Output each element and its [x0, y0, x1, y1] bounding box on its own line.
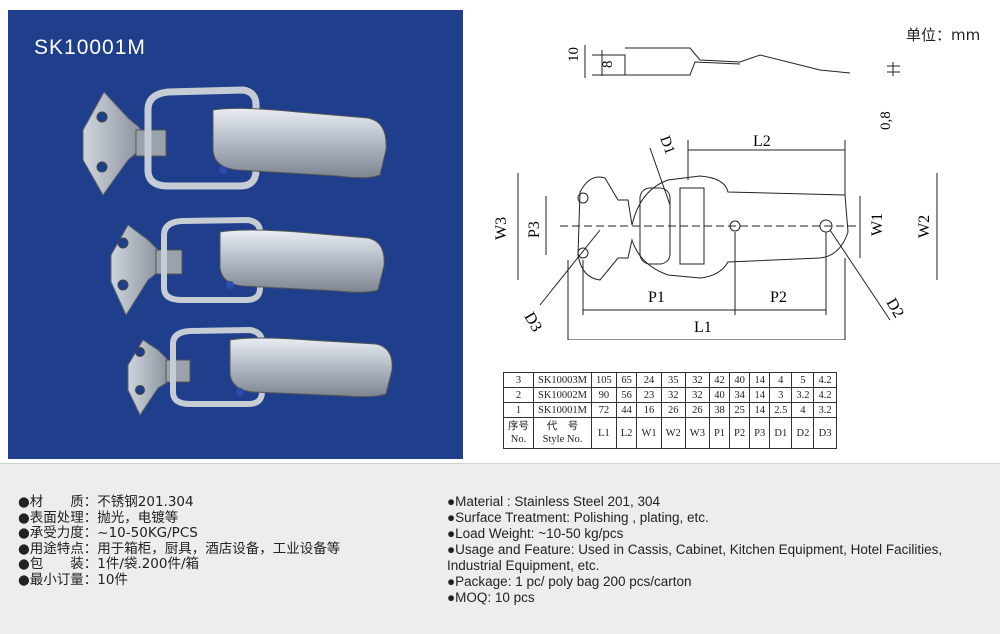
cell: 90: [591, 387, 617, 403]
cell: 40: [729, 372, 751, 388]
dim-d3: D3: [521, 310, 546, 335]
cell: 42: [708, 372, 731, 388]
dim-p1: P1: [648, 289, 665, 306]
header-d2: D2: [791, 417, 815, 449]
latch-small: [127, 326, 393, 417]
header-l1: L1: [591, 417, 617, 449]
cell: 26: [684, 402, 710, 418]
cell: 32: [684, 372, 710, 388]
cell: 35: [660, 372, 686, 388]
latch-medium: [110, 216, 385, 317]
cell: 38: [708, 402, 731, 418]
table-row: 1 SK10001M 72 44 16 26 26 38 25 14 2.5 4…: [503, 402, 837, 418]
feature-en-moq: ●MOQ: 10 pcs: [447, 590, 535, 605]
header-d3: D3: [813, 417, 837, 449]
header-p3: P3: [749, 417, 771, 449]
cell: 3.2: [813, 402, 837, 418]
cell: 65: [615, 372, 638, 388]
features-chinese: ●材 质：不锈钢201.304 ●表面处理：抛光，电镀等 ●承受力度：~10-5…: [18, 494, 341, 588]
cell: 3.2: [791, 387, 815, 403]
cell: 3: [503, 372, 534, 388]
header-w2: W2: [660, 417, 686, 449]
dim-p2: P2: [770, 289, 787, 306]
feature-cn-package: ●包 装：1件/袋.200件/箱: [18, 556, 200, 572]
cell: 105: [591, 372, 617, 388]
dim-w1: W1: [869, 213, 886, 236]
feature-cn-usage: ●用途特点：用于箱柜，厨具，酒店设备，工业设备等: [18, 540, 341, 557]
cell: 4.2: [813, 372, 837, 388]
latch-large: [82, 86, 387, 196]
feature-cn-material: ●材 质：不锈钢201.304: [18, 494, 194, 510]
model-title: SK10001M: [34, 36, 146, 59]
cell: SK10002M: [532, 387, 593, 403]
cell: 14: [749, 387, 771, 403]
cell: 14: [749, 402, 771, 418]
cell: 32: [684, 387, 710, 403]
dim-p3: P3: [526, 221, 543, 238]
dim-l1: L1: [694, 319, 712, 336]
dim-l2: L2: [753, 133, 771, 150]
cell: 5: [791, 372, 815, 388]
dim-h8: 8: [600, 61, 616, 69]
cell: 4.2: [813, 387, 837, 403]
cell: 44: [615, 402, 638, 418]
cell: 24: [636, 372, 662, 388]
feature-cn-surface: ●表面处理：抛光，电镀等: [18, 509, 179, 526]
cell: 26: [660, 402, 686, 418]
feature-en-load: ●Load Weight: ~10-50 kg/pcs: [447, 526, 624, 541]
dim-w2: W2: [916, 215, 933, 238]
dim-h10: 10: [566, 47, 582, 62]
feature-en-surface: ●Surface Treatment: Polishing , plating,…: [447, 510, 709, 525]
header-p1: P1: [708, 417, 731, 449]
feature-band: ●材 质：不锈钢201.304 ●表面处理：抛光，电镀等 ●承受力度：~10-5…: [0, 463, 1000, 634]
header-d1: D1: [769, 417, 793, 449]
cell: 40: [708, 387, 731, 403]
feature-en-material: ●Material : Stainless Steel 201, 304: [447, 494, 661, 509]
cell: 1: [503, 402, 534, 418]
feature-cn-load: ●承受力度：~10-50KG/PCS: [18, 525, 198, 541]
dim-d2: D2: [883, 296, 908, 321]
cell: 72: [591, 402, 617, 418]
cell: SK10003M: [532, 372, 593, 388]
dim-thickness: 0,8: [878, 111, 894, 130]
cell: 14: [749, 372, 771, 388]
cell: 3: [769, 387, 793, 403]
header-l2: L2: [615, 417, 638, 449]
latch-illustration: [82, 86, 393, 417]
feature-cn-moq: ●最小订量：10件: [18, 571, 128, 588]
dim-d1: D1: [656, 134, 677, 157]
table-row: 3 SK10003M 105 65 24 35 32 42 40 14 4 5 …: [503, 372, 837, 388]
cell: 4: [791, 402, 815, 418]
technical-drawing: 10 8 0,8 D1 L2 W3 P3 W1 W2 P1 P2 L1 D3 D…: [493, 45, 938, 340]
cell: 32: [660, 387, 686, 403]
cell: 23: [636, 387, 662, 403]
feature-en-usage: ●Usage and Feature: Used in Cassis, Cabi…: [447, 542, 943, 573]
header-w1: W1: [636, 417, 662, 449]
table-row: 2 SK10002M 90 56 23 32 32 40 34 14 3 3.2…: [503, 387, 837, 403]
product-photo: SK10001M: [8, 10, 463, 459]
cell: 4: [769, 372, 793, 388]
cell: 2: [503, 387, 534, 403]
cell: 56: [615, 387, 638, 403]
spec-table: 3 SK10003M 105 65 24 35 32 42 40 14 4 5 …: [503, 372, 837, 449]
unit-label: 单位：mm: [906, 26, 981, 44]
cell: 25: [729, 402, 751, 418]
cell: SK10001M: [532, 402, 593, 418]
cell: 34: [729, 387, 751, 403]
dim-w3: W3: [493, 217, 510, 240]
features-english: ●Material : Stainless Steel 201, 304 ●Su…: [447, 494, 999, 606]
header-p2: P2: [729, 417, 751, 449]
feature-en-package: ●Package: 1 pc/ poly bag 200 pcs/carton: [447, 574, 692, 589]
cell: 16: [636, 402, 662, 418]
cell: 2.5: [769, 402, 793, 418]
header-w3: W3: [684, 417, 710, 449]
